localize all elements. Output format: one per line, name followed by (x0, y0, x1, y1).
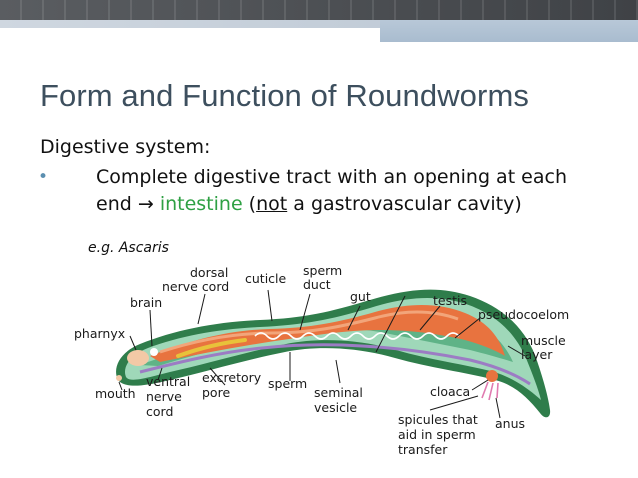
intestine-text: intestine (159, 193, 243, 215)
example-label: e.g. Ascaris (88, 240, 169, 256)
header-band-light (0, 20, 638, 28)
label-nerve-cord: nerve cord (162, 279, 229, 294)
label-dorsal: dorsal (190, 265, 228, 280)
label-cord: cord (146, 404, 173, 419)
leader-lines (118, 289, 526, 419)
bullet-line-2: end → intestine (not a gastrovascular ca… (96, 193, 522, 215)
worm-excretory-canal (176, 338, 247, 358)
header-block-right (380, 20, 638, 42)
label-spicules-1: spicules that (398, 412, 478, 427)
label-spicules-3: transfer (398, 442, 448, 457)
label-duct: duct (303, 277, 331, 292)
label-gut: gut (350, 289, 371, 304)
label-cloaca: cloaca (430, 384, 470, 399)
label-cuticle: cuticle (245, 271, 287, 286)
label-ventral: ventral (146, 374, 190, 389)
label-anus: anus (495, 416, 525, 431)
label-spicules-2: aid in sperm (398, 427, 476, 442)
worm-brain (150, 348, 158, 356)
label-pharnyx: pharnyx (74, 326, 125, 341)
label-sperm: sperm (268, 376, 307, 391)
not-text: not (256, 193, 288, 215)
worm-gut-highlight (159, 310, 459, 354)
label-brain: brain (130, 295, 162, 310)
label-sperm-1: sperm (303, 263, 342, 278)
slide-title: Form and Function of Roundworms (40, 78, 529, 113)
label-seminal: seminal (314, 385, 363, 400)
label-testis: testis (433, 293, 467, 308)
worm-ventral-cord (139, 343, 531, 386)
paren-open: ( (242, 193, 257, 215)
worm-testis-coils (254, 332, 460, 340)
worm-mouth (116, 375, 122, 381)
bullet-line-1: Complete digestive tract with an opening… (96, 166, 568, 188)
label-pseudocoelom: pseudocoelom (478, 307, 569, 322)
label-pore: pore (202, 385, 230, 400)
line2-end: a gastrovascular cavity) (287, 193, 522, 215)
arrow-icon: → (137, 193, 154, 215)
label-excretory: excretory (202, 370, 262, 385)
worm-pharynx (127, 350, 149, 366)
worm-cloaca (486, 370, 498, 382)
header-band-dark (0, 0, 638, 20)
bullet-marker: • (38, 167, 49, 187)
label-muscle: muscle (521, 333, 566, 348)
worm-gut (150, 304, 505, 362)
label-vesicle: vesicle (314, 400, 357, 415)
worm-spicules (481, 381, 499, 401)
label-nerve: nerve (146, 389, 182, 404)
line2-start: end (96, 193, 138, 215)
subheading: Digestive system: (40, 136, 211, 158)
label-mouth: mouth (95, 386, 136, 401)
label-layer: layer (521, 347, 553, 362)
header-band-stripes (0, 0, 638, 20)
